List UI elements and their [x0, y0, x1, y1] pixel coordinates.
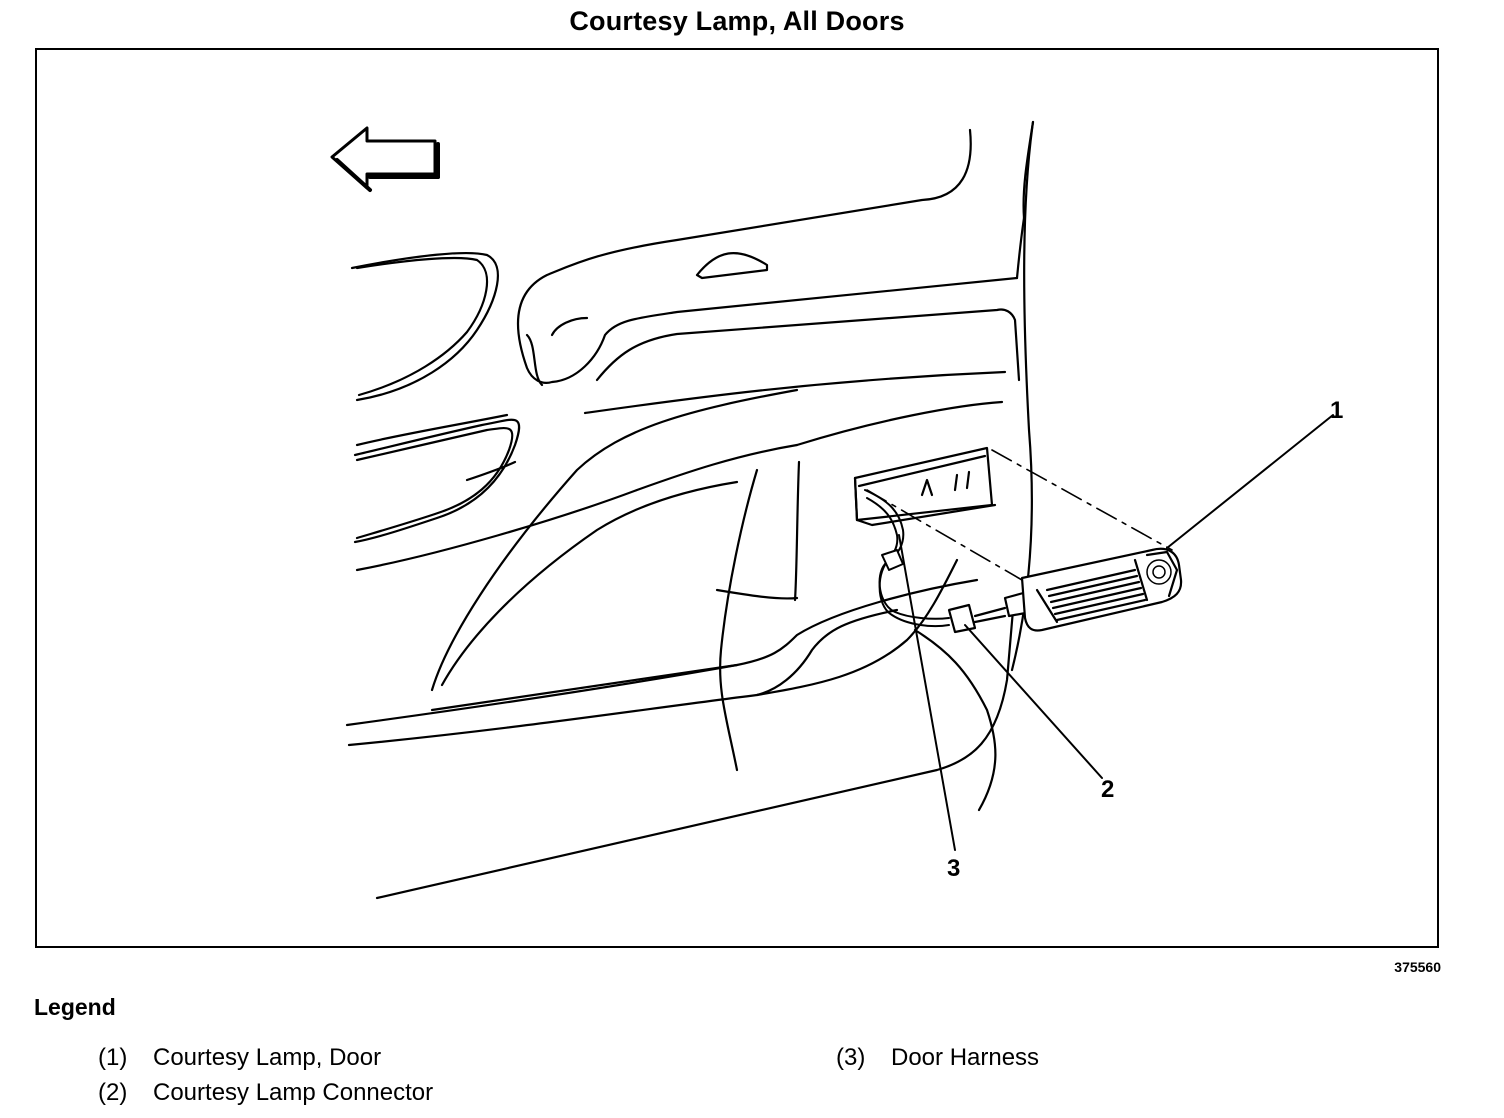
legend-item-label: Courtesy Lamp, Door — [153, 1044, 382, 1071]
install-guide-lines — [866, 449, 1173, 581]
legend-item-number: (3) — [836, 1044, 866, 1071]
legend-item-label: Door Harness — [891, 1044, 1040, 1071]
door-harness — [864, 489, 950, 628]
arrow-left-icon — [330, 126, 440, 192]
legend-item-2: (2) Courtesy Lamp Connector — [98, 1079, 433, 1107]
callout-2: 2 — [1101, 776, 1114, 803]
figure-id: 375560 — [1394, 959, 1441, 975]
courtesy-lamp — [1020, 547, 1183, 632]
door-illustration: 1 2 3 — [330, 120, 1343, 900]
legend-item-1: (1) Courtesy Lamp, Door — [98, 1044, 381, 1072]
callout-3: 3 — [947, 855, 960, 882]
legend-heading: Legend — [34, 994, 116, 1020]
door-trim-panel — [345, 120, 1035, 900]
lamp-connector — [947, 590, 1033, 634]
legend-item-3: (3) Door Harness — [836, 1044, 1039, 1072]
lamp-recess — [853, 446, 997, 527]
legend-item-number: (2) — [98, 1079, 128, 1106]
callout-1: 1 — [1330, 397, 1343, 424]
legend-item-number: (1) — [98, 1044, 128, 1071]
diagram-title: Courtesy Lamp, All Doors — [569, 6, 905, 36]
diagram-frame: 1 2 3 — [35, 48, 1439, 948]
legend-item-label: Courtesy Lamp Connector — [153, 1079, 434, 1106]
leader-lines — [898, 414, 1334, 851]
